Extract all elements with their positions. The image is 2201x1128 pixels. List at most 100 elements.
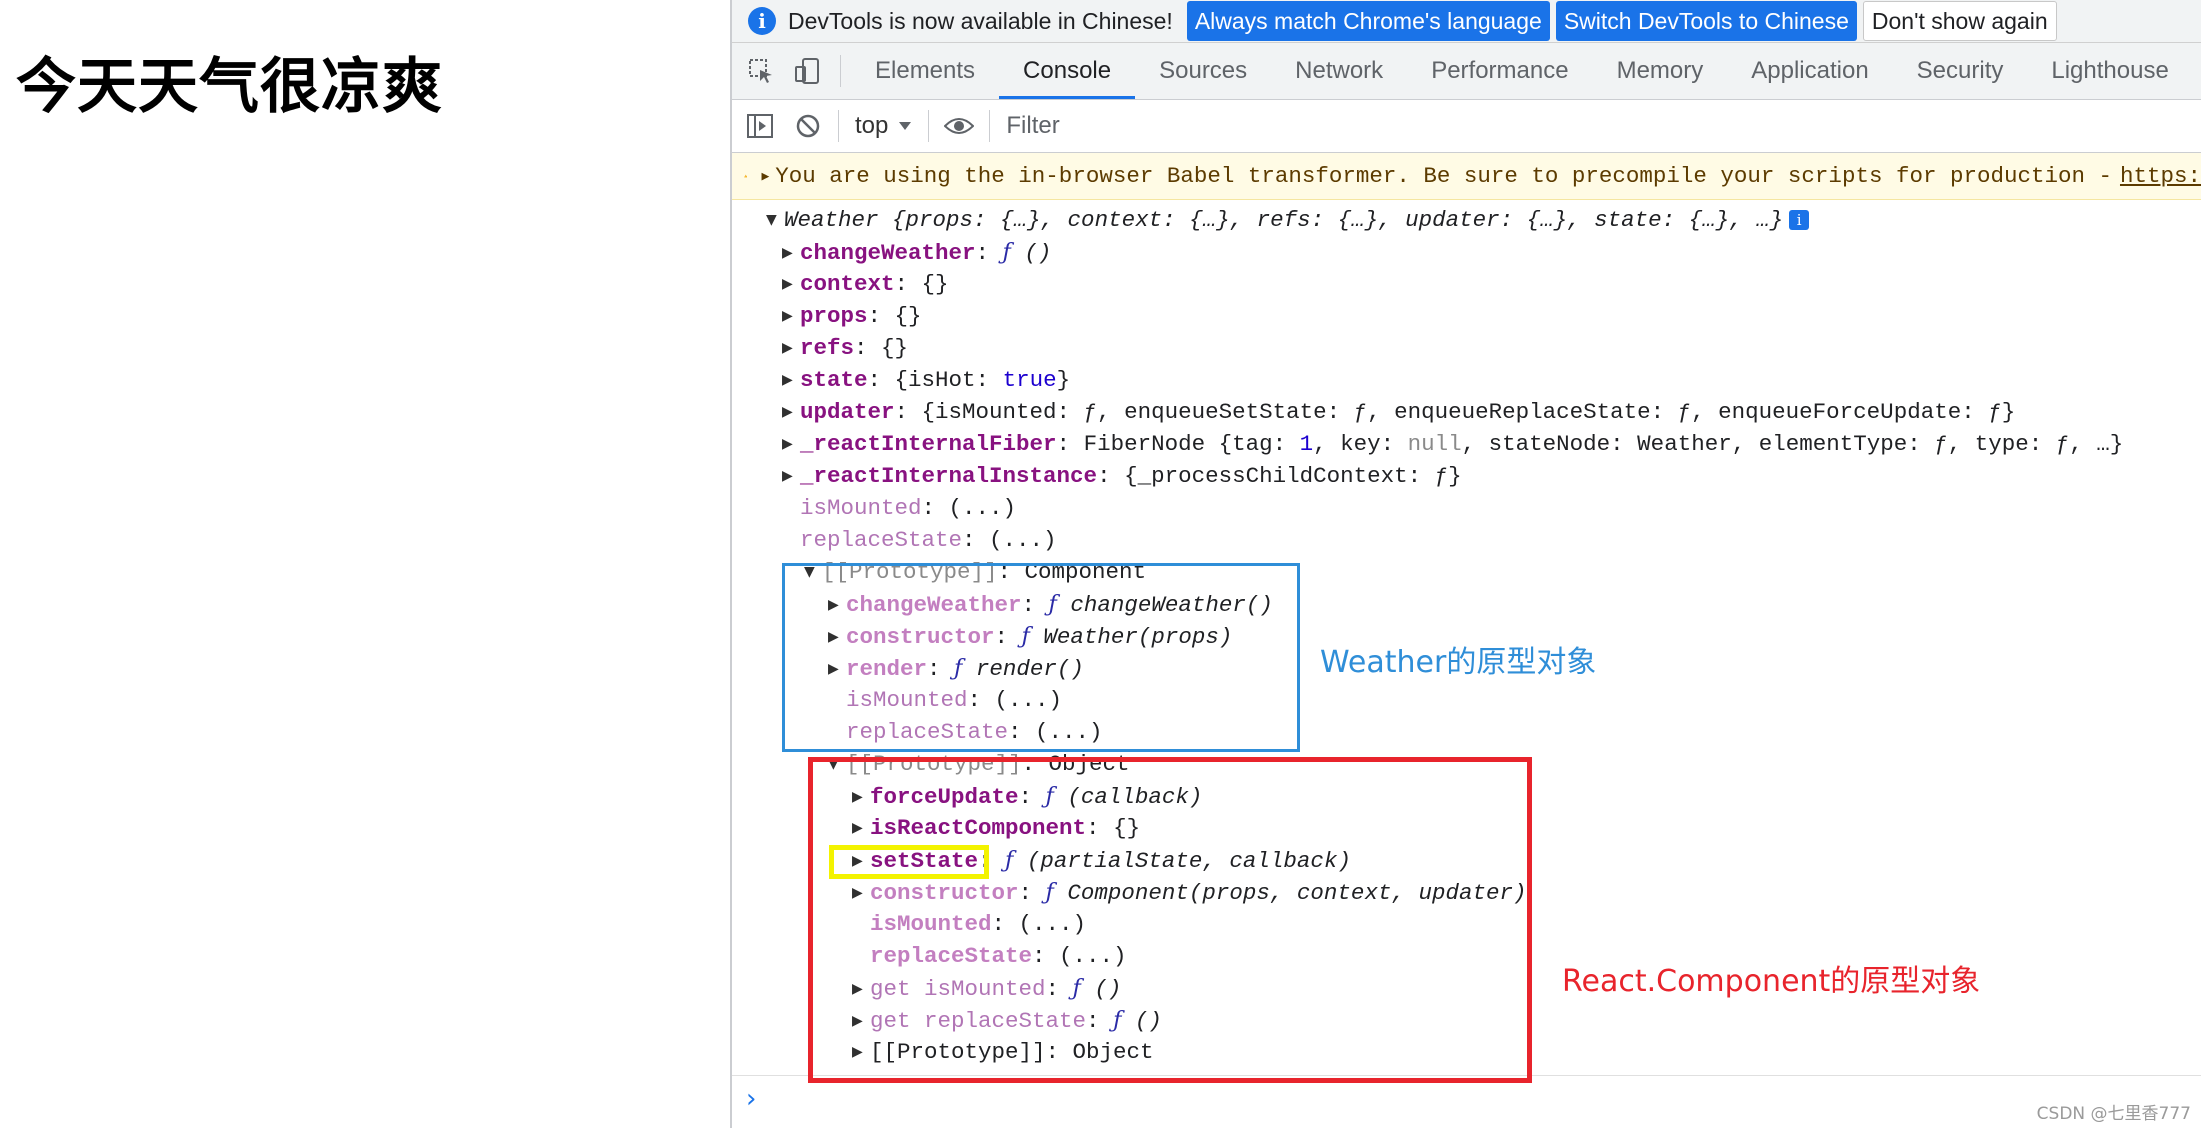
prop-key: setState bbox=[870, 848, 979, 874]
prop-key: changeWeather bbox=[846, 592, 1022, 618]
expand-arrow-icon[interactable]: ▶ bbox=[782, 308, 793, 325]
sidebar-toggle-icon[interactable] bbox=[736, 100, 784, 152]
root-object-row[interactable]: ▼ Weather {props: {…}, context: {…}, refs… bbox=[766, 204, 1810, 236]
device-toolbar-icon[interactable] bbox=[784, 43, 830, 99]
prop-row-changeWeather[interactable]: ▶changeWeather: ƒ () bbox=[782, 236, 1051, 268]
always-match-language-button[interactable]: Always match Chrome's language bbox=[1186, 1, 1550, 41]
proto2-row-setState[interactable]: ▶setState: ƒ (partialState, callback) bbox=[852, 844, 1351, 876]
switch-to-chinese-button[interactable]: Switch DevTools to Chinese bbox=[1555, 1, 1857, 41]
prop-value: {_processChildContext: ƒ} bbox=[1124, 463, 1462, 489]
prop-value: FiberNode {tag: bbox=[1083, 431, 1300, 457]
annotation-label-react-component-prototype: React.Component的原型对象 bbox=[1562, 964, 1981, 999]
prop-row-reactInternalInstance[interactable]: ▶_reactInternalInstance: {_processChildC… bbox=[782, 460, 1462, 492]
proto2-row-forceUpdate[interactable]: ▶forceUpdate: ƒ (callback) bbox=[852, 780, 1202, 812]
toolbar-separator bbox=[989, 110, 991, 142]
expand-arrow-icon[interactable]: ▶ bbox=[782, 436, 793, 453]
prop-row-context[interactable]: ▶context: {} bbox=[782, 268, 949, 300]
prop-key: get replaceState bbox=[870, 1008, 1087, 1034]
expand-arrow-icon[interactable]: ▶ bbox=[852, 789, 863, 806]
prop-value: () bbox=[1134, 1008, 1162, 1034]
warning-icon bbox=[744, 174, 748, 178]
expand-arrow-icon[interactable]: ▶ bbox=[761, 168, 770, 184]
warning-text: You are using the in-browser Babel trans… bbox=[775, 163, 2112, 189]
prop-row-isMounted[interactable]: isMounted: (...) bbox=[800, 495, 1017, 521]
tab-console[interactable]: Console bbox=[999, 43, 1136, 99]
live-expression-eye-icon[interactable] bbox=[935, 100, 983, 152]
proto1-row-replaceState[interactable]: replaceState: (...) bbox=[846, 719, 1103, 745]
prop-row-props[interactable]: ▶props: {} bbox=[782, 300, 922, 332]
prototype-value: Object bbox=[1072, 1039, 1154, 1065]
console-prompt[interactable]: › bbox=[732, 1075, 2201, 1128]
prop-row-state[interactable]: ▶state: {isHot: true} bbox=[782, 364, 1070, 396]
proto2-row-get-replaceState[interactable]: ▶get replaceState: ƒ () bbox=[852, 1004, 1162, 1036]
tab-network[interactable]: Network bbox=[1295, 57, 1384, 84]
dont-show-again-button[interactable]: Don't show again bbox=[1862, 1, 2057, 41]
prototype-key: [[Prototype]] bbox=[846, 751, 1022, 777]
expand-arrow-icon[interactable]: ▶ bbox=[852, 1013, 863, 1030]
tab-lighthouse[interactable]: Lighthouse bbox=[2051, 57, 2169, 84]
expand-arrow-icon[interactable]: ▶ bbox=[782, 468, 793, 485]
tab-memory[interactable]: Memory bbox=[1616, 57, 1704, 84]
function-icon: ƒ bbox=[1045, 879, 1054, 905]
prop-key: props bbox=[800, 303, 868, 329]
prototype-key: [[Prototype]] bbox=[870, 1039, 1046, 1065]
proto2-row-constructor[interactable]: ▶constructor: ƒ Component(props, context… bbox=[852, 876, 1526, 908]
expand-arrow-icon[interactable]: ▶ bbox=[782, 372, 793, 389]
function-icon: ƒ bbox=[1002, 239, 1011, 265]
root-object-summary: {props: {…}, context: {…}, refs: {…}, up… bbox=[892, 207, 1784, 233]
prop-value: (...) bbox=[948, 495, 1017, 521]
expand-arrow-icon[interactable]: ▶ bbox=[782, 276, 793, 293]
tab-sources[interactable]: Sources bbox=[1159, 57, 1248, 84]
tab-security[interactable]: Security bbox=[1916, 57, 2004, 84]
expand-arrow-icon[interactable]: ▶ bbox=[828, 597, 839, 614]
proto2-row-isMounted[interactable]: isMounted: (...) bbox=[870, 911, 1087, 937]
expand-arrow-icon[interactable]: ▶ bbox=[852, 885, 863, 902]
expand-arrow-icon[interactable]: ▶ bbox=[852, 981, 863, 998]
clear-console-icon[interactable] bbox=[784, 100, 832, 152]
object-info-icon[interactable]: i bbox=[1789, 210, 1810, 231]
watermark: CSDN @七里香777 bbox=[2036, 1104, 2191, 1124]
collapse-arrow-icon[interactable]: ▼ bbox=[766, 212, 777, 229]
proto2-row-get-isMounted[interactable]: ▶get isMounted: ƒ () bbox=[852, 972, 1121, 1004]
expand-arrow-icon[interactable]: ▶ bbox=[852, 853, 863, 870]
proto1-row-changeWeather[interactable]: ▶changeWeather: ƒ changeWeather() bbox=[828, 588, 1273, 620]
expand-arrow-icon[interactable]: ▶ bbox=[828, 661, 839, 678]
prop-key: context bbox=[800, 271, 895, 297]
proto2-row-isReactComponent[interactable]: ▶isReactComponent: {} bbox=[852, 812, 1140, 844]
prop-key: replaceState bbox=[800, 527, 963, 553]
expand-arrow-icon[interactable]: ▶ bbox=[828, 629, 839, 646]
prop-row-refs[interactable]: ▶refs: {} bbox=[782, 332, 908, 364]
root-object-name: Weather bbox=[784, 207, 879, 233]
context-selector[interactable]: top bbox=[845, 112, 922, 140]
proto1-row-constructor[interactable]: ▶constructor: ƒ Weather(props) bbox=[828, 620, 1232, 652]
tab-application[interactable]: Application bbox=[1751, 57, 1869, 84]
expand-arrow-icon[interactable]: ▶ bbox=[782, 340, 793, 357]
expand-arrow-icon[interactable]: ▶ bbox=[852, 820, 863, 837]
warning-link[interactable]: https: bbox=[2119, 163, 2201, 189]
console-filter-input[interactable] bbox=[1004, 105, 2201, 147]
collapse-arrow-icon[interactable]: ▼ bbox=[828, 756, 839, 773]
proto2-row-prototype[interactable]: ▶[[Prototype]]: Object bbox=[852, 1036, 1154, 1068]
prop-value: (...) bbox=[1059, 943, 1127, 969]
prototype-object-row[interactable]: ▼[[Prototype]]: Object bbox=[828, 748, 1130, 780]
expand-arrow-icon[interactable]: ▶ bbox=[782, 245, 793, 262]
prop-value: {isHot: bbox=[894, 367, 1003, 393]
prop-value: , stateNode: Weather, elementType: ƒ, ty… bbox=[1461, 431, 2124, 457]
tab-performance[interactable]: Performance bbox=[1431, 57, 1569, 84]
prop-key: _reactInternalFiber bbox=[800, 431, 1057, 457]
prop-row-updater[interactable]: ▶updater: {isMounted: ƒ, enqueueSetState… bbox=[782, 396, 2015, 428]
proto2-row-replaceState[interactable]: replaceState: (...) bbox=[870, 943, 1127, 969]
prop-row-reactInternalFiber[interactable]: ▶_reactInternalFiber: FiberNode {tag: 1,… bbox=[782, 428, 2123, 460]
collapse-arrow-icon[interactable]: ▼ bbox=[804, 564, 815, 581]
expand-arrow-icon[interactable]: ▶ bbox=[782, 404, 793, 421]
prop-value: , key: bbox=[1313, 431, 1408, 457]
inspect-element-icon[interactable] bbox=[738, 43, 784, 99]
prop-key: forceUpdate bbox=[870, 784, 1019, 810]
expand-arrow-icon[interactable]: ▶ bbox=[852, 1044, 863, 1061]
tab-elements[interactable]: Elements bbox=[875, 57, 976, 84]
prop-row-replaceState[interactable]: replaceState: (...) bbox=[800, 527, 1057, 553]
prop-key: render bbox=[846, 656, 928, 682]
proto1-row-isMounted[interactable]: isMounted: (...) bbox=[846, 687, 1063, 713]
proto1-row-render[interactable]: ▶render: ƒ render() bbox=[828, 652, 1084, 684]
console-toolbar: top bbox=[732, 100, 2201, 153]
